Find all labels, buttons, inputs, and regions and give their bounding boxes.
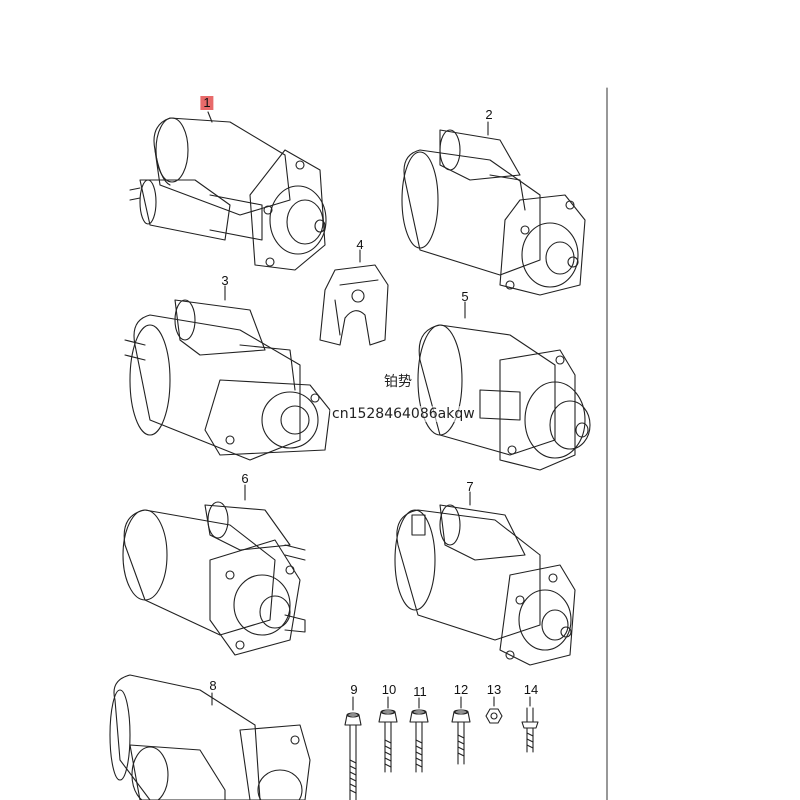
starter-motor-2[interactable] [401, 121, 586, 296]
part-label-6[interactable]: 6 [241, 471, 249, 486]
bolt-11[interactable] [409, 697, 429, 773]
part-label-13[interactable]: 13 [486, 682, 502, 697]
part-label-12[interactable]: 12 [453, 682, 469, 697]
starter-motor-3[interactable] [124, 285, 331, 461]
part-label-4[interactable]: 4 [356, 237, 364, 252]
bracket-4[interactable] [319, 249, 389, 346]
part-label-3[interactable]: 3 [221, 273, 229, 288]
starter-motor-7[interactable] [394, 491, 576, 666]
part-label-9[interactable]: 9 [350, 682, 358, 697]
part-label-2[interactable]: 2 [485, 107, 493, 122]
bolt-12[interactable] [451, 696, 471, 765]
part-label-5[interactable]: 5 [461, 289, 469, 304]
part-label-8[interactable]: 8 [209, 678, 217, 693]
nut-13[interactable] [485, 696, 503, 724]
part-label-14[interactable]: 14 [523, 682, 539, 697]
starter-motor-1[interactable] [129, 111, 327, 271]
starter-motor-6[interactable] [122, 484, 306, 656]
bolt-9[interactable] [344, 696, 362, 800]
watermark-brand: 铂势 [382, 371, 414, 391]
part-label-1[interactable]: 1 [200, 96, 214, 110]
stud-14[interactable] [521, 696, 539, 753]
bolt-10[interactable] [378, 696, 398, 773]
part-label-11[interactable]: 11 [413, 684, 427, 699]
starter-motor-5[interactable] [417, 301, 591, 471]
part-label-7[interactable]: 7 [466, 479, 474, 494]
part-label-10[interactable]: 10 [381, 682, 397, 697]
watermark-id: cn1528464086akqw [330, 406, 477, 422]
starter-motor-8[interactable] [109, 674, 311, 800]
